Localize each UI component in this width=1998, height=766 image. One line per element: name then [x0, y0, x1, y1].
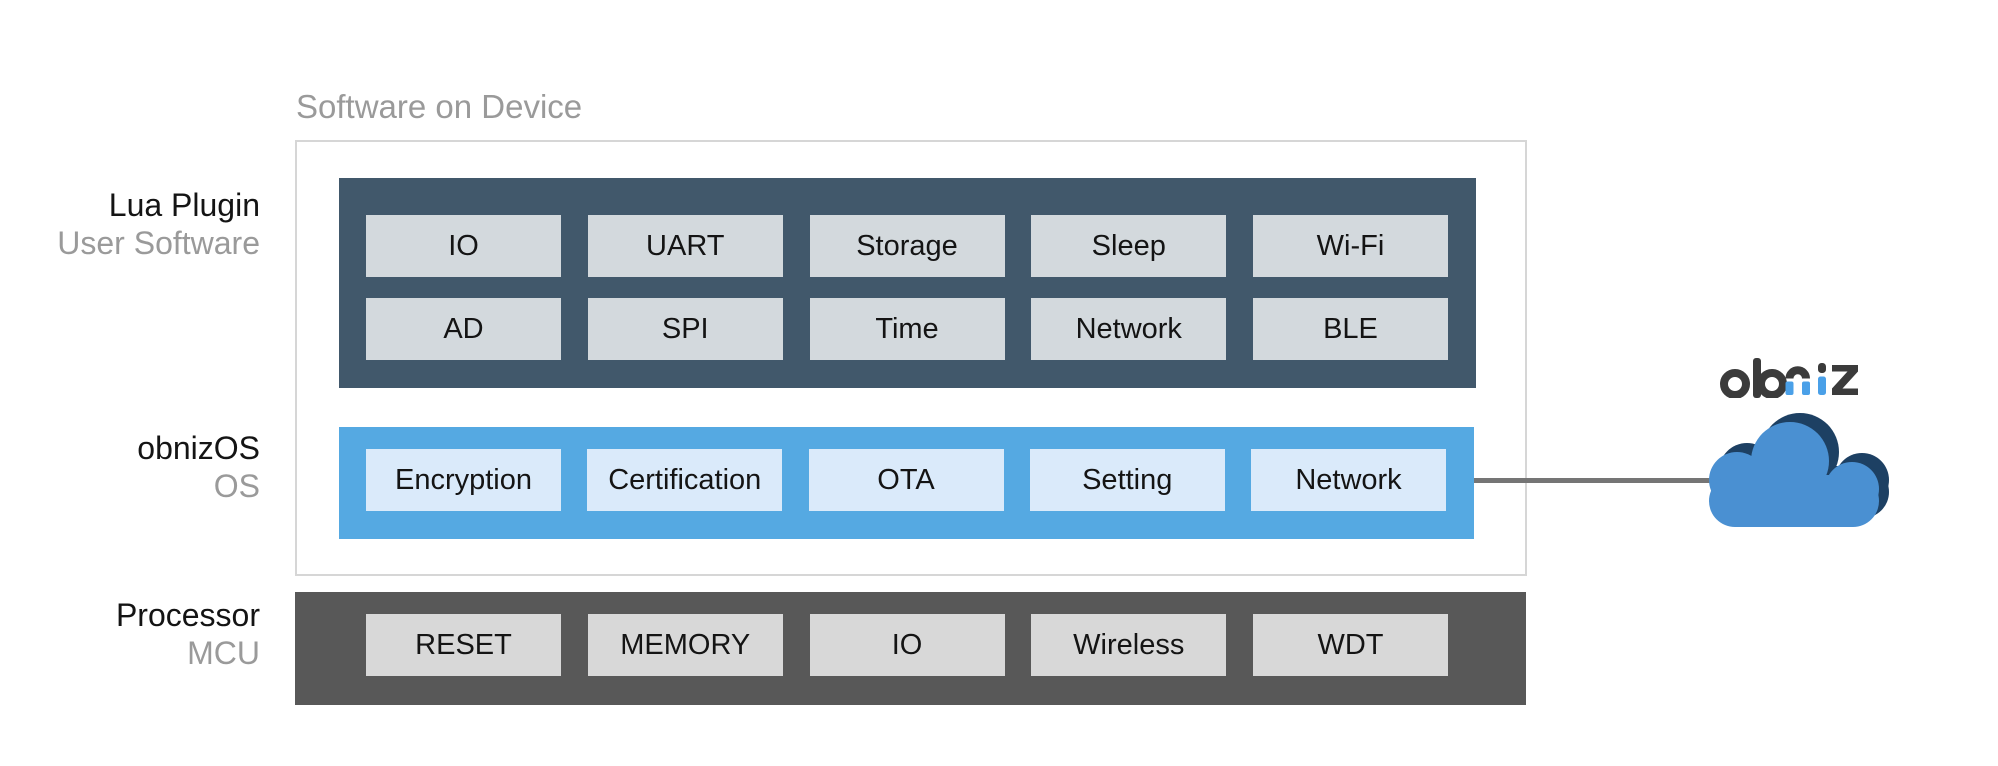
mcu-chip-wdt: WDT: [1253, 614, 1448, 676]
os-chip-encryption: Encryption: [366, 449, 561, 511]
mcu-chip-wireless: Wireless: [1031, 614, 1227, 676]
lua-chip-sleep: Sleep: [1031, 215, 1227, 277]
os-chip-network: Network: [1251, 449, 1446, 511]
os-chip-certification: Certification: [587, 449, 783, 511]
os-chip-ota: OTA: [808, 449, 1004, 511]
cloud-connector-line: [1474, 478, 1722, 483]
lua-chip-spi: SPI: [587, 298, 783, 360]
layer-label-main: Lua Plugin: [108, 187, 260, 223]
mcu-chip-row: RESET MEMORY IO Wireless WDT: [366, 614, 1448, 676]
layer-label-sub: MCU: [187, 635, 260, 671]
layer-label-processor: Processor MCU: [0, 596, 260, 672]
lua-chip-wifi: Wi-Fi: [1253, 215, 1448, 277]
software-on-device-box: [295, 140, 1527, 576]
cloud-icon: [1709, 413, 1889, 527]
lua-chip-ble: BLE: [1253, 298, 1448, 360]
lua-chip-row-1: IO UART Storage Sleep Wi-Fi: [366, 215, 1448, 277]
lua-chip-row-2: AD SPI Time Network BLE: [366, 298, 1448, 360]
os-chip-row: Encryption Certification OTA Setting Net…: [366, 449, 1446, 511]
layer-label-sub: OS: [213, 468, 260, 504]
layer-label-main: Processor: [115, 597, 260, 633]
lua-plugin-box: IO UART Storage Sleep Wi-Fi AD SPI Time …: [339, 178, 1476, 388]
mcu-chip-memory: MEMORY: [587, 614, 783, 676]
layer-label-lua-plugin: Lua Plugin User Software: [0, 186, 260, 262]
container-title: Software on Device: [296, 88, 583, 125]
layer-label-main: obnizOS: [137, 430, 260, 466]
obniz-logo: [1720, 358, 1858, 398]
obnizos-box: Encryption Certification OTA Setting Net…: [339, 427, 1474, 539]
mcu-chip-io: IO: [809, 614, 1005, 676]
lua-chip-time: Time: [809, 298, 1005, 360]
os-chip-setting: Setting: [1029, 449, 1225, 511]
obniz-logo-text: obniz: [0, 0, 1, 1]
mcu-chip-reset: RESET: [366, 614, 561, 676]
layer-label-obnizos: obnizOS OS: [0, 429, 260, 505]
lua-chip-network: Network: [1031, 298, 1227, 360]
processor-box: RESET MEMORY IO Wireless WDT: [295, 592, 1526, 705]
lua-chip-io: IO: [366, 215, 561, 277]
lua-chip-storage: Storage: [809, 215, 1005, 277]
lua-chip-uart: UART: [587, 215, 783, 277]
lua-chip-ad: AD: [366, 298, 561, 360]
layer-label-sub: User Software: [57, 225, 260, 261]
